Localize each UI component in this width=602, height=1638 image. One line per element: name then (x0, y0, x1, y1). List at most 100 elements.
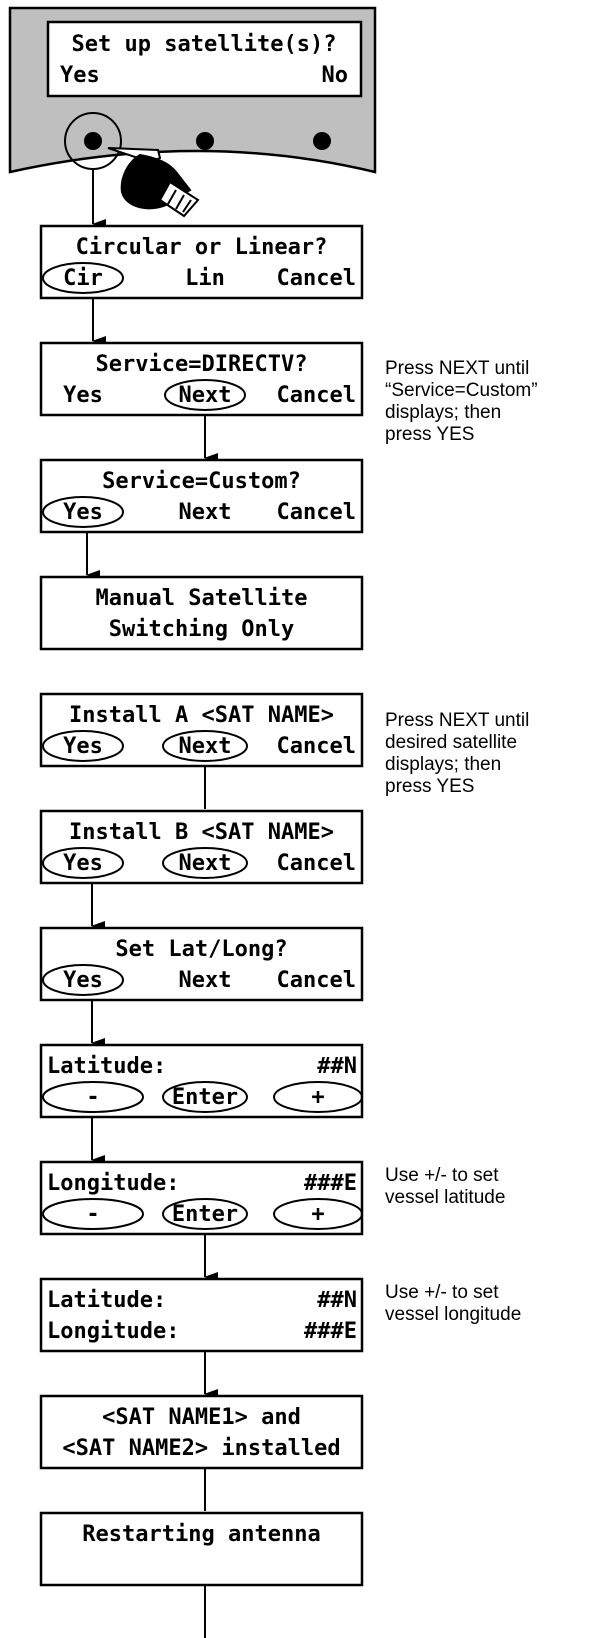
screen-restarting-line1: Restarting antenna (82, 1522, 320, 1547)
screen-install-b-title: Install B <SAT NAME> (69, 820, 334, 845)
screen-longitude-option-x-highlight (42, 1198, 144, 1230)
screen-longitude-option-x[interactable]: - (86, 1202, 99, 1227)
screen-installed-line1: <SAT NAME1> and (102, 1405, 301, 1430)
panel-yes-label: Yes (60, 63, 100, 88)
note-latitude-line2: vessel latitude (385, 1187, 505, 1208)
pointing-hand-icon (107, 147, 200, 218)
screen-service-custom-frame (39, 458, 364, 534)
note-service-line4: press YES (385, 424, 474, 445)
note-latitude-line1: Use +/- to set (385, 1165, 499, 1186)
screen-longitude-option-enter-highlight (162, 1198, 248, 1230)
screen-service-custom-option-next[interactable]: Next (179, 500, 232, 525)
screen-set-latlong-option-cancel[interactable]: Cancel (277, 968, 356, 993)
screen-service-directv-option-cancel[interactable]: Cancel (277, 383, 356, 408)
screen-service-custom: Service=Custom? Yes Next Cancel (39, 458, 364, 534)
note-satellite-line4: press YES (385, 776, 474, 797)
panel-middle-button[interactable] (196, 132, 214, 150)
screen-summary-row-value: ###E (304, 1319, 357, 1344)
screen-installed: <SAT NAME1> and <SAT NAME2> installed (39, 1394, 364, 1470)
screen-set-latlong-option-yes-highlight (42, 964, 124, 996)
note-longitude-line2: vessel longitude (385, 1304, 521, 1325)
note-service: Press NEXT until“Service=Custom”displays… (385, 358, 538, 445)
screen-set-latlong-title: Set Lat/Long? (115, 937, 287, 962)
screen-latitude-option-x-highlight (273, 1081, 363, 1113)
screen-longitude-option-enter[interactable]: Enter (172, 1202, 238, 1227)
screen-manual-switching-line2: Switching Only (109, 617, 294, 642)
screen-install-b: Install B <SAT NAME> Yes Next Cancel (39, 809, 364, 885)
panel-left-button[interactable] (84, 132, 102, 150)
panel-lcd-line1: Set up satellite(s)? (72, 32, 337, 57)
screen-longitude-label: Longitude: (47, 1171, 179, 1196)
panel-left-button-highlight (64, 112, 122, 170)
screen-installed-line2: <SAT NAME2> installed (62, 1436, 340, 1461)
screen-polarization-option-cir[interactable]: Cir (63, 266, 103, 291)
screen-latitude: Latitude:##N-Enter+ (39, 1043, 364, 1119)
screen-longitude-value: ###E (304, 1171, 357, 1196)
screen-latitude-option-x-highlight (42, 1081, 144, 1113)
screen-set-latlong-frame (39, 926, 364, 1002)
screen-install-a: Install A <SAT NAME> Yes Next Cancel (39, 692, 364, 768)
screen-install-a-option-next[interactable]: Next (179, 734, 232, 759)
screen-service-directv-frame (39, 341, 364, 417)
screen-set-latlong-option-yes[interactable]: Yes (63, 968, 103, 993)
screen-polarization-frame (39, 224, 364, 300)
screen-polarization-option-cir-highlight (42, 262, 124, 294)
screen-install-a-option-next-highlight (162, 730, 248, 762)
screen-set-latlong-option-next[interactable]: Next (179, 968, 232, 993)
screen-service-custom-title: Service=Custom? (102, 469, 301, 494)
panel-lcd-display (46, 20, 363, 98)
screen-polarization-option-cancel[interactable]: Cancel (277, 266, 356, 291)
screen-summary-frame (39, 1277, 364, 1353)
screen-service-directv-option-yes[interactable]: Yes (63, 383, 103, 408)
screen-restarting: Restarting antenna (39, 1511, 364, 1587)
screen-install-b-option-next[interactable]: Next (179, 851, 232, 876)
screen-install-b-option-cancel[interactable]: Cancel (277, 851, 356, 876)
screen-latitude-option-enter-highlight (162, 1081, 248, 1113)
screen-manual-switching-line1: Manual Satellite (96, 586, 308, 611)
screen-service-directv: Service=DIRECTV? Yes Next Cancel (39, 341, 364, 417)
note-service-line3: displays; then (385, 402, 501, 423)
screen-manual-switching-frame (39, 575, 364, 651)
screen-service-directv-title: Service=DIRECTV? (96, 352, 308, 377)
screen-summary-row-label: Longitude: (47, 1319, 179, 1344)
screen-service-custom-option-cancel[interactable]: Cancel (277, 500, 356, 525)
screen-install-a-title: Install A <SAT NAME> (69, 703, 334, 728)
screen-install-b-option-yes-highlight (42, 847, 124, 879)
screen-install-a-option-yes[interactable]: Yes (63, 734, 103, 759)
screen-summary-row-label: Latitude: (47, 1288, 166, 1313)
screen-latitude-option-x[interactable]: + (311, 1085, 324, 1110)
screen-install-b-option-yes[interactable]: Yes (63, 851, 103, 876)
screen-latitude-option-enter[interactable]: Enter (172, 1085, 238, 1110)
side-notes: Press NEXT until“Service=Custom”displays… (385, 358, 538, 1325)
screen-installed-frame (39, 1394, 364, 1470)
screen-install-a-option-cancel[interactable]: Cancel (277, 734, 356, 759)
screen-longitude-frame (39, 1160, 364, 1236)
screen-restarting-frame (39, 1511, 364, 1587)
screen-install-a-frame (39, 692, 364, 768)
screen-latitude-option-x[interactable]: - (86, 1085, 99, 1110)
screen-service-directv-option-next-highlight (164, 379, 246, 411)
screen-longitude-option-x[interactable]: + (311, 1202, 324, 1227)
note-satellite-line3: displays; then (385, 754, 501, 775)
screen-polarization: Circular or Linear? Cir Lin Cancel (39, 224, 364, 300)
screen-polarization-option-lin[interactable]: Lin (185, 266, 225, 291)
screen-install-a-option-yes-highlight (42, 730, 124, 762)
panel-right-button[interactable] (313, 132, 331, 150)
screen-service-custom-option-yes-highlight (42, 496, 124, 528)
screen-service-directv-option-next[interactable]: Next (179, 383, 232, 408)
screen-latitude-frame (39, 1043, 364, 1119)
note-service-line2: “Service=Custom” (385, 380, 538, 401)
note-satellite-line1: Press NEXT until (385, 710, 529, 731)
screen-polarization-title: Circular or Linear? (76, 235, 328, 260)
screen-longitude-option-x-highlight (273, 1198, 363, 1230)
note-service-line1: Press NEXT until (385, 358, 529, 379)
screen-longitude: Longitude: ###E - Enter + (39, 1160, 364, 1236)
screen-service-custom-option-yes[interactable]: Yes (63, 500, 103, 525)
control-panel: Set up satellite(s)? Yes No (8, 6, 377, 218)
